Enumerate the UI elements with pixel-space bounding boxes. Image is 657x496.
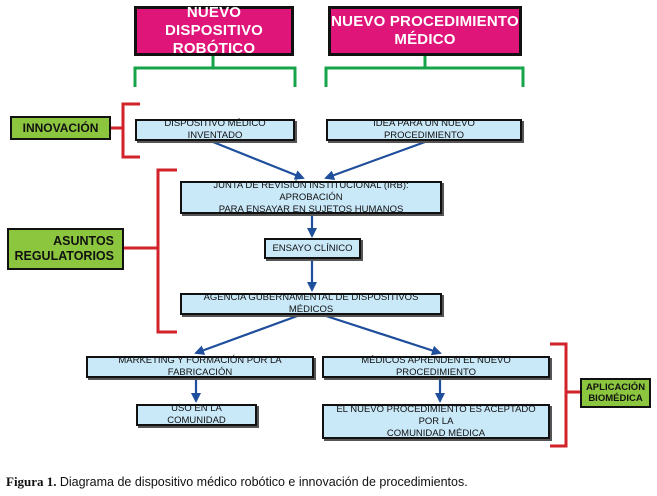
application-label: APLICACIÓN BIOMÉDICA xyxy=(580,378,651,408)
new-robotic-device-line2: ROBÓTICO xyxy=(172,40,256,57)
marketing-training-text: MARKETING Y FORMACIÓN POR LA FABRICACIÓN xyxy=(118,355,282,378)
procedure-accepted-line1: EL NUEVO PROCEDIMIENTO ES ACEPTADO POR L… xyxy=(336,403,536,427)
clinical-trial-node: ENSAYO CLÍNICO xyxy=(264,238,361,259)
new-robotic-device-line1: NUEVO DISPOSITIVO xyxy=(164,4,264,39)
community-use-text: USO EN LA COMUNIDAD xyxy=(167,403,226,426)
flow-arrows xyxy=(191,140,445,403)
innovation-label-text: INNOVACIÓN xyxy=(22,121,99,135)
innovation-label: INNOVACIÓN xyxy=(10,116,111,140)
irb-approval-line1: JUNTA DE REVISIÓN INSTITUCIONAL (IRB): A… xyxy=(213,179,409,203)
government-agency-text: AGENCIA GUBERNAMENTAL DE DISPOSITIVOS MÉ… xyxy=(203,292,419,315)
new-medical-procedure-box: NUEVO PROCEDIMIENTO MÉDICO xyxy=(328,6,522,56)
new-robotic-device-box: NUEVO DISPOSITIVO ROBÓTICO xyxy=(134,4,294,57)
procedure-accepted-line2: COMUNIDAD MÉDICA xyxy=(386,427,486,439)
regulatory-label-line2: REGULATORIOS xyxy=(14,249,114,263)
figure-caption: Figura 1. Diagrama de dispositivo médico… xyxy=(6,474,468,490)
green-bracket-left xyxy=(133,55,297,87)
new-medical-procedure-line2: MÉDICO xyxy=(394,31,456,48)
red-bracket-regulatory xyxy=(124,168,177,334)
arrow-device-to-irb xyxy=(212,140,305,180)
arrow-agency-to-doctors xyxy=(322,313,442,356)
figure-caption-label: Figura 1. xyxy=(6,474,57,489)
arrow-agency-to-marketing xyxy=(194,313,301,355)
irb-approval-node: JUNTA DE REVISIÓN INSTITUCIONAL (IRB): A… xyxy=(180,179,442,215)
marketing-training-node: MARKETING Y FORMACIÓN POR LA FABRICACIÓN xyxy=(86,355,314,378)
community-use-node: USO EN LA COMUNIDAD xyxy=(136,403,257,426)
government-agency-node: AGENCIA GUBERNAMENTAL DE DISPOSITIVOS MÉ… xyxy=(180,292,442,315)
red-bracket-innovation xyxy=(111,102,140,159)
arrow-idea-to-irb xyxy=(324,140,426,180)
green-bracket-right xyxy=(324,55,525,87)
device-invented-text: DISPOSITIVO MÉDICO INVENTADO xyxy=(164,118,266,141)
doctors-learn-node: MÉDICOS APRENDEN EL NUEVO PROCEDIMIENTO xyxy=(322,355,550,378)
procedure-accepted-node: EL NUEVO PROCEDIMIENTO ES ACEPTADO POR L… xyxy=(322,404,550,439)
figure-caption-text: Diagrama de dispositivo médico robótico … xyxy=(59,475,468,489)
red-bracket-application xyxy=(550,342,580,448)
device-invented-node: DISPOSITIVO MÉDICO INVENTADO xyxy=(135,118,295,141)
irb-approval-line2: PARA ENSAYAR EN SUJETOS HUMANOS xyxy=(218,203,404,215)
application-label-line1: APLICACIÓN xyxy=(585,382,646,393)
regulatory-label-line1: ASUNTOS xyxy=(53,234,114,248)
new-medical-procedure-line1: NUEVO PROCEDIMIENTO xyxy=(331,13,519,30)
application-label-line2: BIOMÉDICA xyxy=(588,393,643,404)
procedure-idea-node: IDEA PARA UN NUEVO PROCEDIMIENTO xyxy=(326,118,522,141)
doctors-learn-text: MÉDICOS APRENDEN EL NUEVO PROCEDIMIENTO xyxy=(361,355,511,378)
procedure-idea-text: IDEA PARA UN NUEVO PROCEDIMIENTO xyxy=(373,118,475,141)
clinical-trial-text: ENSAYO CLÍNICO xyxy=(272,242,353,254)
regulatory-label: ASUNTOS REGULATORIOS xyxy=(7,228,124,270)
